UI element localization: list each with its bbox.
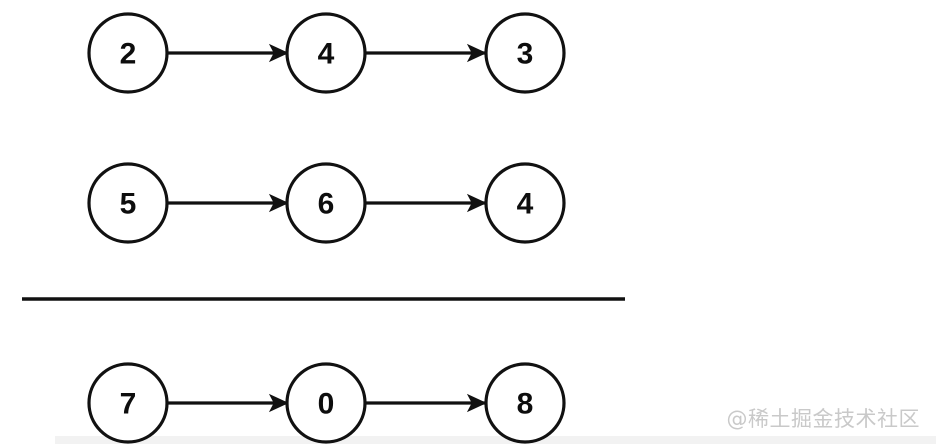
list-node-label: 4 [517,188,534,221]
list-node-label: 3 [517,38,534,71]
list-node-label: 8 [517,388,534,421]
list-node[interactable] [87,12,169,94]
list-row: 7 0 8 [87,362,566,444]
list-node[interactable] [87,162,169,244]
list-node-label: 4 [318,38,335,71]
list-node-label: 7 [120,388,137,421]
list-row: 5 6 4 [87,162,566,244]
list-node-label: 5 [120,188,137,221]
bottom-band [55,436,936,444]
list-node-label: 2 [120,38,137,71]
list-node[interactable] [484,362,566,444]
list-node-label: 0 [318,388,335,421]
list-row: 2 4 3 [87,12,566,94]
list-node[interactable] [87,362,169,444]
list-node[interactable] [484,162,566,244]
list-node[interactable] [285,12,367,94]
list-node[interactable] [285,362,367,444]
list-node-label: 6 [318,188,335,221]
list-node[interactable] [484,12,566,94]
list-node[interactable] [285,162,367,244]
rows-layer: 2 4 3 5 6 4 7 0 8 [87,12,566,444]
watermark: @稀土掘金技术社区 [726,407,920,431]
